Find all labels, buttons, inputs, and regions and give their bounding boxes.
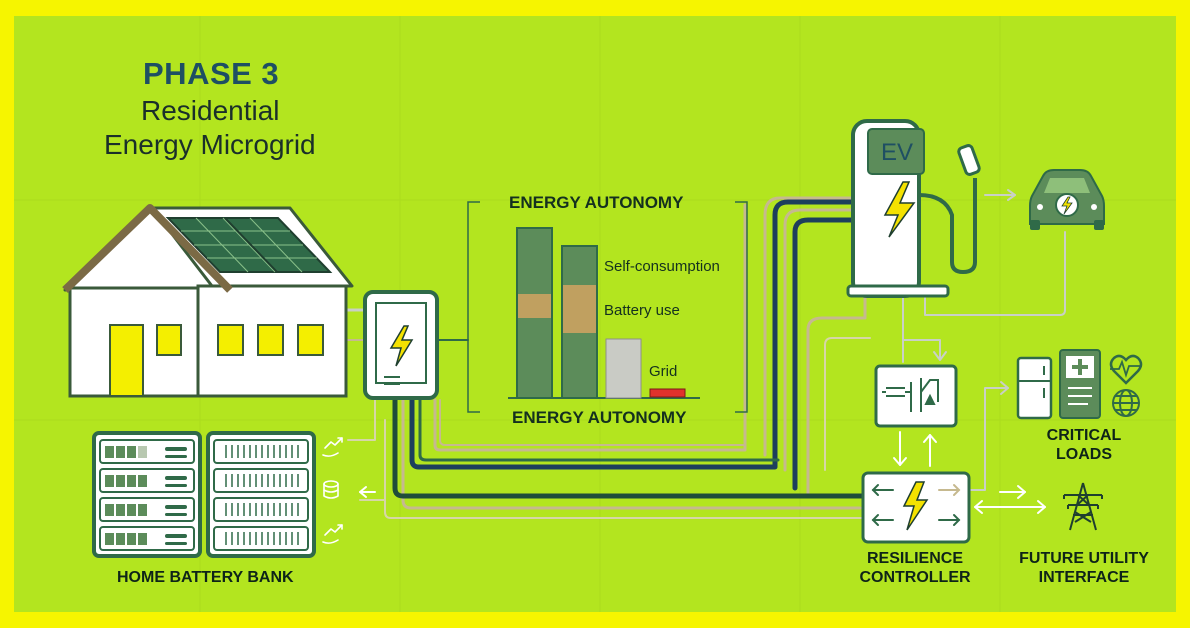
connection-lines: [266, 189, 1066, 519]
resilience-label-line-1: RESILIENCE: [866, 550, 963, 567]
transmission-tower-icon: [1063, 482, 1103, 531]
autonomy-bar-1: [516, 227, 553, 399]
grid-indicator: [649, 388, 686, 398]
ev-charger-icon: [846, 119, 981, 298]
globe-icon: [1112, 389, 1140, 417]
autonomy-bar-2: [561, 245, 598, 399]
car-icon: [1029, 169, 1105, 230]
autonomy-bar-grid: [605, 338, 642, 399]
trend-hand-icon: [322, 524, 343, 544]
utility-label-line-1: FUTURE UTILITY: [1019, 550, 1149, 567]
phase-title: PHASE 3: [143, 56, 280, 91]
lightning-icon: [883, 181, 916, 238]
subtitle-line-1: Residential: [141, 95, 280, 126]
refrigerator-icon: [1016, 356, 1053, 420]
utility-interface-label: FUTURE UTILITY INTERFACE: [1009, 549, 1159, 587]
resilience-controller-icon: [861, 471, 971, 544]
resilience-label-line-2: CONTROLLER: [859, 569, 971, 586]
lightning-icon: [902, 481, 929, 531]
ev-label: EV: [881, 139, 914, 166]
diagram-canvas: PHASE 3 Residential Energy Microgrid ENE…: [14, 16, 1176, 612]
trend-hand-icon: [322, 437, 343, 457]
switch-box-icon: [874, 364, 958, 428]
critical-loads-icon: [1016, 349, 1143, 420]
utility-label-line-2: INTERFACE: [1038, 569, 1130, 586]
battery-rack-icon: [92, 431, 316, 558]
microgrid-diagram: [14, 16, 1176, 612]
label-battery-use: Battery use: [604, 302, 680, 319]
autonomy-header-top: ENERGY AUTONOMY: [509, 193, 684, 212]
resilience-controller-label: RESILIENCE CONTROLLER: [850, 549, 980, 587]
battery-bank-label: HOME BATTERY BANK: [117, 569, 294, 586]
lightning-icon: [389, 325, 414, 367]
critical-label-line-1: CRITICAL: [1046, 427, 1122, 444]
medical-icon: [1059, 349, 1101, 419]
autonomy-header-bottom: ENERGY AUTONOMY: [512, 408, 687, 427]
critical-loads-label: CRITICAL LOADS: [1034, 426, 1134, 464]
critical-label-line-2: LOADS: [1056, 446, 1112, 463]
inverter-icon: [363, 290, 439, 400]
subtitle-line-2: Energy Microgrid: [104, 129, 316, 160]
solar-panel-icon: [165, 217, 333, 273]
autonomy-panel: [467, 201, 748, 413]
database-icon: [323, 480, 339, 499]
heart-monitor-icon: [1109, 354, 1143, 385]
label-grid: Grid: [649, 363, 678, 380]
label-self-consumption: Self-consumption: [604, 258, 720, 275]
